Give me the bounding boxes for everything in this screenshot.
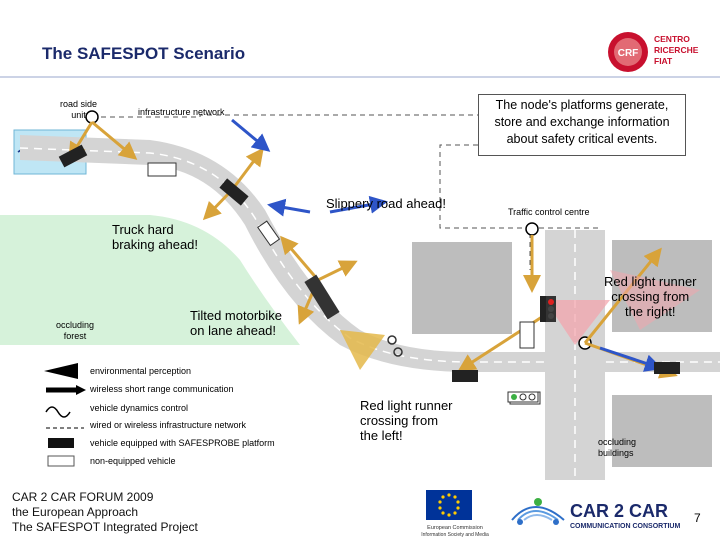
legend-non-equipped: non-equipped vehicle (90, 456, 176, 466)
red-light-zone-2 (610, 270, 700, 330)
road-centerline (19, 147, 720, 363)
equipped-vehicle (58, 144, 88, 168)
perception-arrow (202, 188, 234, 221)
traffic-control-label: Traffic control centre (508, 207, 590, 217)
perception-arrow (280, 235, 320, 281)
page-title: The SAFESPOT Scenario (42, 44, 246, 63)
car2car-subtitle: COMMUNICATION CONSORTIUM (570, 523, 680, 530)
crf-logo-line-3: FIAT (654, 56, 673, 66)
traffic-light-vertical (546, 296, 556, 322)
node-platforms-callout: The node's platforms generate,store and … (478, 94, 686, 156)
building-1 (412, 242, 512, 334)
building-3 (612, 395, 712, 467)
legend-symbols (44, 363, 86, 467)
car2car-wordmark: CAR 2 CAR (570, 501, 668, 521)
slippery-road-label: Slippery road ahead! (326, 196, 446, 211)
perception-arrow (230, 147, 264, 191)
occluding-forest (0, 215, 300, 345)
equipped-vehicle (452, 370, 478, 382)
non-equipped-vehicle (147, 162, 177, 177)
motorbike-wheel (387, 335, 397, 345)
wireless-arrow (329, 195, 388, 214)
legend-perception-symbol (44, 363, 78, 379)
infra-network-line (92, 114, 478, 118)
traffic-control-node (525, 222, 539, 236)
eu-caption-1: European Commission (427, 525, 483, 531)
legend-equipped-symbol (48, 438, 74, 448)
curved-road (20, 135, 720, 372)
cross-road (545, 230, 605, 480)
title-divider (0, 76, 720, 78)
equipped-vehicle (219, 178, 249, 206)
infra-network-line-2 (439, 144, 531, 270)
equipped-vehicle (654, 362, 680, 374)
legend-environmental: environmental perception (90, 366, 192, 376)
page-number: 7 (694, 511, 701, 525)
legend-non-equipped-symbol (47, 455, 75, 467)
motorbike-wheel (393, 347, 403, 357)
wireless-arrow (267, 198, 311, 217)
perception-cone (340, 330, 385, 370)
scenario-diagram (0, 110, 720, 480)
perception-arrow (317, 260, 358, 282)
eu-caption-2: Information Society and Media (421, 532, 489, 538)
wireless-arrow (599, 346, 663, 372)
legend-equipped: vehicle equipped with SAFESPROBE platfor… (90, 438, 275, 448)
crf-logo: CRF CENTRO RICERCHE FIAT (608, 32, 699, 72)
truck-vehicle (304, 274, 340, 320)
crf-logo-line-1: CENTRO (654, 34, 690, 44)
legend-wired: wired or wireless infrastructure network (90, 420, 247, 430)
crf-logo-line-2: RICERCHE (654, 45, 699, 55)
red-light-zone (545, 300, 610, 345)
eu-stars (438, 493, 460, 517)
car2car-emblem (511, 498, 565, 525)
wireless-arrow (231, 118, 271, 152)
perception-arrow (583, 247, 662, 344)
perception-arrow (91, 120, 138, 160)
crf-logo-inner (614, 38, 642, 66)
non-equipped-vehicle (519, 321, 535, 349)
legend-dynamics: vehicle dynamics control (90, 403, 189, 413)
eu-commission-logo: European Commission Information Society … (421, 490, 489, 538)
traffic-light-horizontal (507, 391, 539, 403)
crf-logo-mark: CRF (618, 48, 639, 59)
non-equipped-vehicle (257, 220, 281, 247)
legend-dynamics-symbol (45, 406, 71, 418)
infrastructure-network-label: infrastructure network (138, 107, 225, 117)
legend-wireless: wireless short range communication (90, 384, 234, 394)
car2car-logo: CAR 2 CAR COMMUNICATION CONSORTIUM (511, 498, 680, 530)
